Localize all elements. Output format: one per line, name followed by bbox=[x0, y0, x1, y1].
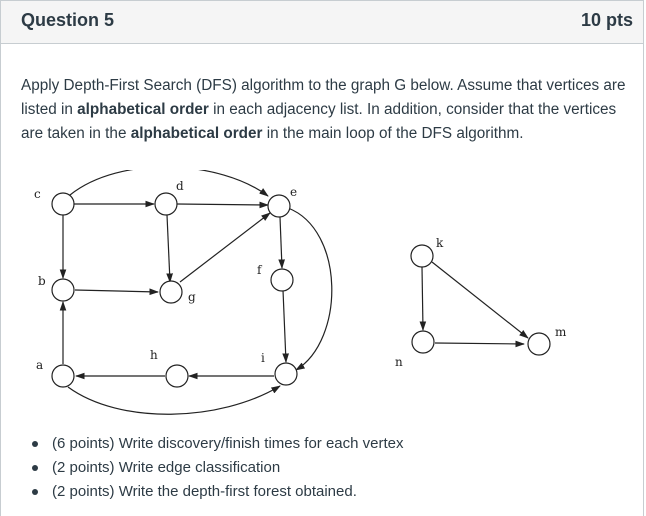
label-c: c bbox=[34, 187, 41, 201]
vertex-h bbox=[165, 364, 189, 388]
task-item-dfs-forest: (2 points) Write the depth-first forest … bbox=[32, 480, 404, 504]
edge-e-f bbox=[278, 216, 286, 269]
question-header: Question 5 10 pts bbox=[0, 0, 644, 44]
question-body bbox=[0, 43, 644, 516]
prompt-text-1: Apply Depth-First Search (DFS) algorithm… bbox=[21, 77, 626, 118]
edge-e-i bbox=[287, 207, 333, 371]
vertex-m bbox=[527, 332, 551, 356]
label-h: h bbox=[150, 348, 158, 362]
task-list: (6 points) Write discovery/finish times … bbox=[32, 432, 404, 504]
label-b: b bbox=[38, 274, 46, 288]
vertex-k bbox=[410, 244, 434, 268]
vertex-d bbox=[154, 192, 178, 216]
task-item-discovery-finish: (6 points) Write discovery/finish times … bbox=[32, 432, 404, 456]
label-d: d bbox=[176, 179, 184, 193]
edge-c-e bbox=[69, 170, 269, 197]
vertex-n bbox=[411, 330, 435, 354]
edge-b-g bbox=[74, 288, 159, 296]
edge-a-i bbox=[67, 385, 281, 415]
question-points: 10 pts bbox=[580, 10, 633, 30]
vertex-g bbox=[159, 280, 183, 304]
edge-f-i bbox=[282, 289, 289, 363]
label-a: a bbox=[36, 358, 43, 372]
prompt-text-2: in each adjacency list. In addition, con… bbox=[21, 101, 617, 142]
label-g: g bbox=[188, 290, 196, 304]
edge-g-e bbox=[179, 212, 271, 283]
graph-diagram: c d e b g f a h i k m n bbox=[34, 170, 567, 415]
question-prompt: Apply Depth-First Search (DFS) algorithm… bbox=[21, 74, 631, 146]
edge-k-n bbox=[419, 266, 427, 331]
label-f: f bbox=[257, 263, 263, 277]
label-n: n bbox=[395, 355, 403, 369]
edge-d-e bbox=[176, 201, 269, 209]
prompt-bold-1: alphabetical order bbox=[77, 101, 209, 118]
label-m: m bbox=[555, 325, 567, 339]
edge-k-m bbox=[431, 261, 529, 339]
edge-d-g bbox=[166, 214, 173, 283]
vertex-b bbox=[51, 278, 75, 302]
question-title: Question 5 bbox=[21, 10, 115, 30]
vertex-i bbox=[274, 362, 298, 386]
edge-n-m bbox=[434, 340, 525, 348]
label-e: e bbox=[290, 185, 297, 199]
vertex-c bbox=[51, 192, 75, 216]
prompt-text-3: in the main loop of the DFS algorithm. bbox=[262, 125, 524, 142]
vertex-f bbox=[270, 268, 294, 292]
vertex-a bbox=[51, 364, 75, 388]
task-item-edge-classification: (2 points) Write edge classification bbox=[32, 456, 404, 480]
vertex-e bbox=[267, 194, 291, 218]
label-i: i bbox=[261, 351, 265, 365]
label-k: k bbox=[436, 236, 444, 250]
prompt-bold-2: alphabetical order bbox=[130, 125, 263, 142]
